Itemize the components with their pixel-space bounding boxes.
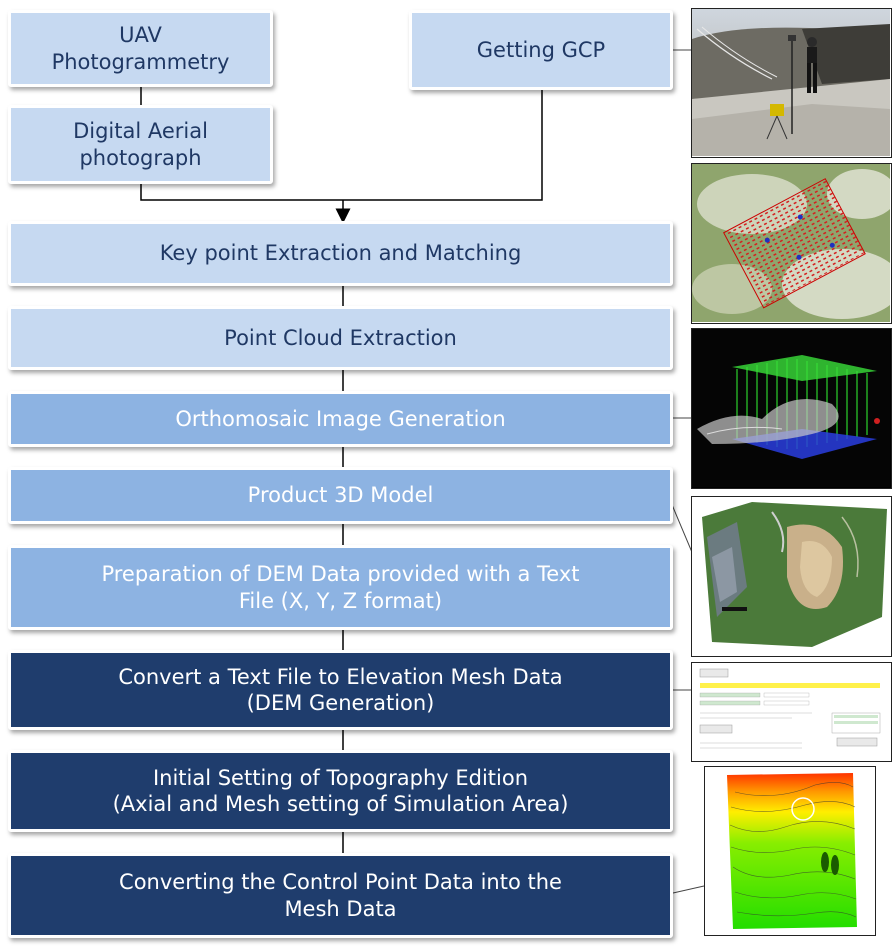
- mesh-software-screenshot: [691, 662, 892, 762]
- step-uav-photogrammetry: UAV Photogrammetry: [8, 10, 273, 87]
- step-digital-aerial-photograph: Digital Aerial photograph: [8, 105, 273, 184]
- flight-path-grid-photo: [691, 163, 892, 324]
- point-cloud-3d-photo: [691, 328, 892, 489]
- step-topography-setting: Initial Setting of Topography Edition (A…: [8, 750, 673, 832]
- step-point-cloud-extraction: Point Cloud Extraction: [8, 306, 673, 370]
- gcp-survey-photo: [691, 8, 892, 158]
- dem-contour-map: [704, 766, 876, 936]
- step-getting-gcp: Getting GCP: [409, 10, 673, 90]
- connector-aerial-merge: [140, 183, 343, 201]
- step-orthomosaic-generation: Orthomosaic Image Generation: [8, 391, 673, 447]
- connector-gcp-merge: [343, 90, 543, 201]
- leader-contour-photo: [672, 885, 705, 894]
- step-product-3d-model: Product 3D Model: [8, 467, 673, 524]
- step-control-point-conversion: Converting the Control Point Data into t…: [8, 853, 673, 938]
- orthomosaic-photo: [691, 496, 892, 657]
- step-dem-preparation: Preparation of DEM Data provided with a …: [8, 545, 673, 630]
- step-convert-mesh: Convert a Text File to Elevation Mesh Da…: [8, 650, 673, 730]
- step-keypoint-extraction: Key point Extraction and Matching: [8, 221, 673, 286]
